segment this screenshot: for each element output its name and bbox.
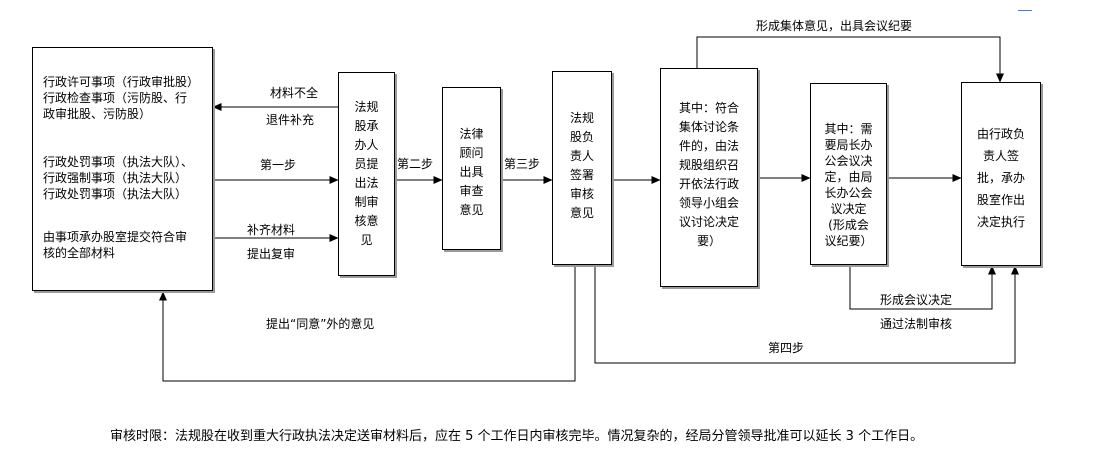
bureau-line: 要局长办: [824, 138, 873, 152]
materials-line: 行政处罚事项（执法大队）: [43, 187, 188, 201]
final-line: 股室作出: [976, 193, 1025, 207]
materials-line: 核的全部材料: [43, 246, 116, 260]
materials-box: 行政许可事项（行政审批股） 行政检查事项（污防股、行政审批股、污防股） 行政处罚事…: [32, 47, 213, 291]
collective-line: 开依法行政: [678, 177, 739, 191]
final-line: 决定执行: [976, 215, 1025, 229]
legal-staff-line: 法规: [354, 100, 379, 114]
counsel-line: 顾问: [459, 146, 484, 160]
collective-line: 议讨论决定: [678, 215, 739, 229]
legal-staff-line: 办人: [354, 138, 379, 152]
bureau-line: 其中：需: [824, 122, 873, 136]
label-top-collective: 形成集体意见，出具会议纪要: [756, 19, 913, 33]
legal-head-line: 签署: [569, 168, 594, 182]
arrow-meeting-decision: [849, 265, 996, 310]
arrow-step4: [594, 265, 1019, 364]
bureau-line: 议决定: [830, 202, 867, 216]
counsel-box: 法律顾问出具审查意见: [442, 87, 501, 250]
bureau-text: 其中：需要局长办公会议决定，由局长办公会议决定 (形成会议纪要）: [811, 84, 886, 249]
materials-line: 行政处罚事项（执法大队）、: [43, 155, 194, 169]
legal-staff-line: 员提: [354, 157, 379, 171]
label-meeting-decision: 形成会议决定: [880, 293, 953, 307]
footer-note: 审核时限：法规股在收到重大行政执法决定送审材料后，应在 5 个工作日内审核完毕。…: [110, 429, 924, 444]
bureau-line: (形成会: [828, 218, 869, 232]
label-return-supplement: 退件补充: [266, 113, 315, 127]
legal-staff-line: 出法: [354, 176, 379, 190]
collective-line: 规股组织召: [678, 158, 739, 172]
label-incomplete: 材料不全: [270, 86, 319, 100]
legal-head-box: 法规股负责人签署审核意见: [552, 71, 612, 265]
bureau-box: 其中：需要局长办公会议决定，由局长办公会议决定 (形成会议纪要）: [810, 83, 887, 265]
label-step4: 第四步: [768, 341, 805, 355]
label-supplement: 补齐材料: [247, 223, 296, 237]
arrow-collective-opinion: [696, 36, 1004, 83]
collective-line: 件的，由法: [678, 139, 739, 153]
counsel-line: 法律: [459, 127, 484, 141]
bureau-line: 定，由局: [824, 170, 873, 184]
legal-staff-line: 制审: [354, 195, 379, 209]
label-step1: 第一步: [260, 158, 297, 172]
final-text: 由行政负责人签批，承办股室作出决定执行: [962, 83, 1040, 233]
final-line: 批，承办: [976, 171, 1025, 185]
bureau-line: 公会议决: [824, 154, 873, 168]
legal-head-line: 意见: [569, 206, 594, 220]
counsel-line: 意见: [459, 203, 484, 217]
final-line: 由行政负: [976, 127, 1025, 141]
label-non-agree: 提出“同意”外的意见: [266, 317, 375, 331]
legal-staff-text: 法规股承办人员提出法制审核意见: [339, 73, 394, 250]
legal-head-text: 法规股负责人签署审核意见: [553, 72, 611, 223]
legal-staff-line: 见: [360, 233, 373, 247]
legal-staff-box: 法规股承办人员提出法制审核意见: [338, 72, 395, 276]
label-resubmit: 提出复审: [247, 247, 296, 261]
materials-line: 行政强制事项（执法大队）: [43, 171, 188, 185]
materials-line: 行政检查事项（污防股、行: [43, 91, 188, 105]
collective-line: 领导小组会: [678, 196, 739, 210]
collective-box: 其中：符合集体讨论条件的，由法规股组织召开依法行政领导小组会议讨论决定要）: [660, 68, 758, 287]
counsel-text: 法律顾问出具审查意见: [443, 88, 500, 220]
final-box: 由行政负责人签批，承办股室作出决定执行: [961, 82, 1041, 266]
collective-line: 其中：符合: [678, 101, 739, 115]
label-step3: 第三步: [504, 157, 541, 171]
legal-head-line: 股负: [569, 130, 594, 144]
label-step2: 第二步: [397, 157, 434, 171]
counsel-line: 审查: [459, 184, 484, 198]
materials-line: 政审批股、污防股）: [43, 107, 152, 121]
legal-staff-line: 股承: [354, 119, 379, 133]
collective-line: 要）: [696, 234, 721, 248]
legal-head-line: 法规: [569, 111, 594, 125]
legal-staff-line: 核意: [354, 214, 379, 228]
legal-head-line: 责人: [569, 149, 594, 163]
corner-mark: [1018, 10, 1032, 11]
counsel-line: 出具: [459, 165, 484, 179]
bureau-line: 议纪要）: [824, 234, 873, 248]
collective-text: 其中：符合集体讨论条件的，由法规股组织召开依法行政领导小组会议讨论决定要）: [661, 69, 757, 251]
materials-line: 由事项承办股室提交符合审: [43, 230, 188, 244]
legal-head-line: 审核: [569, 187, 594, 201]
bureau-line: 长办公会: [824, 186, 873, 200]
final-line: 责人签: [982, 149, 1019, 163]
label-legal-review: 通过法制审核: [880, 317, 953, 331]
collective-line: 集体讨论条: [678, 120, 739, 134]
materials-line: 行政许可事项（行政审批股）: [43, 75, 200, 89]
arrow-non-agree: [159, 265, 576, 382]
